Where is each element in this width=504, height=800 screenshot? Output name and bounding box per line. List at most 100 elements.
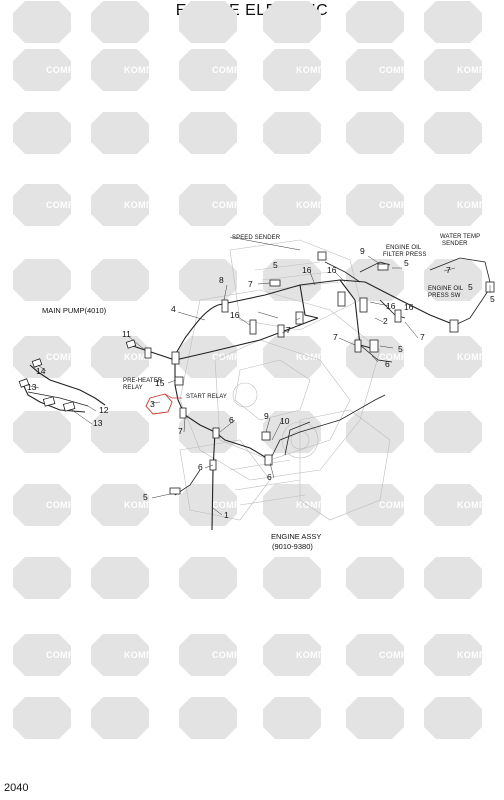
watermark-text: KOMПАРТ	[457, 200, 504, 210]
watermark-text: KOMПАРТ	[124, 200, 172, 210]
watermark-text: COMPART	[212, 200, 259, 210]
label-engine-assy-1: ENGINE ASSY	[271, 532, 321, 541]
watermark-badge	[13, 184, 71, 226]
callout-14: 14	[36, 366, 46, 376]
label-engine-oil-press-2: PRESS SW	[428, 293, 461, 299]
callout-6-lower-right: 6	[267, 472, 272, 482]
leader-lines	[29, 236, 491, 516]
watermark-text: KOMПАРТ	[296, 65, 344, 75]
callout-13-right: 13	[93, 418, 103, 428]
watermark-text: COMPART	[212, 352, 259, 362]
callout-13-left: 13	[27, 382, 37, 392]
watermark-text: KOMПАРТ	[124, 500, 172, 510]
watermark-badge	[91, 184, 149, 226]
watermark-text: KOMПАРТ	[0, 650, 20, 660]
watermark-text: COMPART	[46, 352, 93, 362]
watermark-badge	[179, 112, 237, 154]
watermark-badge	[263, 1, 321, 43]
components	[125, 251, 495, 495]
page-number: 2040	[4, 782, 29, 794]
watermark-text: KOMПАРТ	[124, 65, 172, 75]
label-engine-oil-press-1: ENGINE OIL	[428, 286, 464, 292]
callout-7-center: 7	[286, 325, 291, 335]
watermark-badge	[91, 557, 149, 599]
label-engine-assy-2: (9010-9380)	[272, 542, 313, 551]
callout-15: 15	[155, 378, 165, 388]
callout-5-speed: 5	[273, 260, 278, 270]
watermark-badge	[179, 557, 237, 599]
watermark-badge	[91, 411, 149, 453]
watermark-badge	[13, 557, 71, 599]
watermark-badge	[91, 634, 149, 676]
label-main-pump: MAIN PUMP(4010)	[42, 306, 107, 315]
watermark-layer: KOMПАРТ COMPART KOMПАРТ COMPART KOMПАРТ COMPA…	[0, 1, 504, 739]
watermark-badge	[346, 259, 404, 301]
watermark-badge	[263, 336, 321, 378]
watermark-badge	[424, 484, 482, 526]
callout-5-water: 5	[468, 282, 473, 292]
callout-5-lower: 5	[143, 492, 148, 502]
watermark-badge	[346, 49, 404, 91]
watermark-text: COMPART	[46, 65, 93, 75]
watermark-badge	[424, 697, 482, 739]
watermark-text: KOMПАРТ	[296, 650, 344, 660]
watermark-badge	[13, 112, 71, 154]
label-engine-oil-filter-2: FILTER PRESS	[383, 252, 426, 258]
watermark-badge	[263, 697, 321, 739]
callout-5-right: 5	[398, 344, 403, 354]
watermark-text: KOMПАРТ	[457, 352, 504, 362]
main-pump-harness	[18, 358, 106, 413]
watermark-badge	[91, 112, 149, 154]
watermark-text: COMPART	[46, 500, 93, 510]
watermark-badge	[13, 259, 71, 301]
watermark-badge	[424, 112, 482, 154]
watermark-badge	[346, 557, 404, 599]
watermark-badge	[13, 697, 71, 739]
callout-7-mid: 7	[333, 332, 338, 342]
watermark-badge	[263, 112, 321, 154]
watermark-badge	[179, 697, 237, 739]
watermark-text: KOMПАРТ	[0, 65, 20, 75]
label-pre-heater-1: PRE-HEATER	[123, 378, 163, 384]
callout-16-left: 16	[230, 310, 240, 320]
watermark-text: KOMПАРТ	[0, 352, 20, 362]
callout-10: 10	[280, 416, 290, 426]
watermark-badge	[91, 259, 149, 301]
label-speed-sender: SPEED SENDER	[232, 235, 281, 241]
callout-6-lower-left: 6	[198, 462, 203, 472]
callout-9-lower: 9	[264, 411, 269, 421]
callout-9-upper: 9	[360, 246, 365, 256]
watermark-badge	[179, 411, 237, 453]
watermark-badge	[179, 184, 237, 226]
watermark-badge	[179, 336, 237, 378]
watermark-badge	[346, 634, 404, 676]
watermark-badge	[13, 634, 71, 676]
watermark-badge	[346, 697, 404, 739]
callout-7-top: 7	[248, 279, 253, 289]
watermark-badge	[179, 259, 237, 301]
component-labels: SPEED SENDER ENGINE OIL FILTER PRESS WAT…	[42, 234, 480, 551]
callout-3: 3	[150, 399, 155, 409]
watermark-badge	[424, 184, 482, 226]
watermark-badge	[346, 1, 404, 43]
watermark-badge	[263, 49, 321, 91]
callout-7-upper-right: 7	[446, 265, 451, 275]
watermark-text: COMPART	[379, 500, 426, 510]
callout-5-upper-right: 5	[404, 258, 409, 268]
watermark-badge	[91, 697, 149, 739]
callout-16-top: 16	[302, 265, 312, 275]
watermark-badge	[91, 49, 149, 91]
callout-1: 1	[224, 510, 229, 520]
watermark-badge	[424, 336, 482, 378]
callout-7-lower: 7	[178, 426, 183, 436]
callout-12: 12	[99, 405, 109, 415]
callout-16-top-right: 16	[327, 265, 337, 275]
watermark-text: COMPART	[212, 650, 259, 660]
watermark-text: KOMПАРТ	[457, 650, 504, 660]
watermark-badge	[263, 484, 321, 526]
watermark-badge	[263, 259, 321, 301]
label-start-relay: START RELAY	[186, 394, 227, 400]
watermark-text: KOMПАРТ	[457, 65, 504, 75]
watermark-badge	[424, 634, 482, 676]
